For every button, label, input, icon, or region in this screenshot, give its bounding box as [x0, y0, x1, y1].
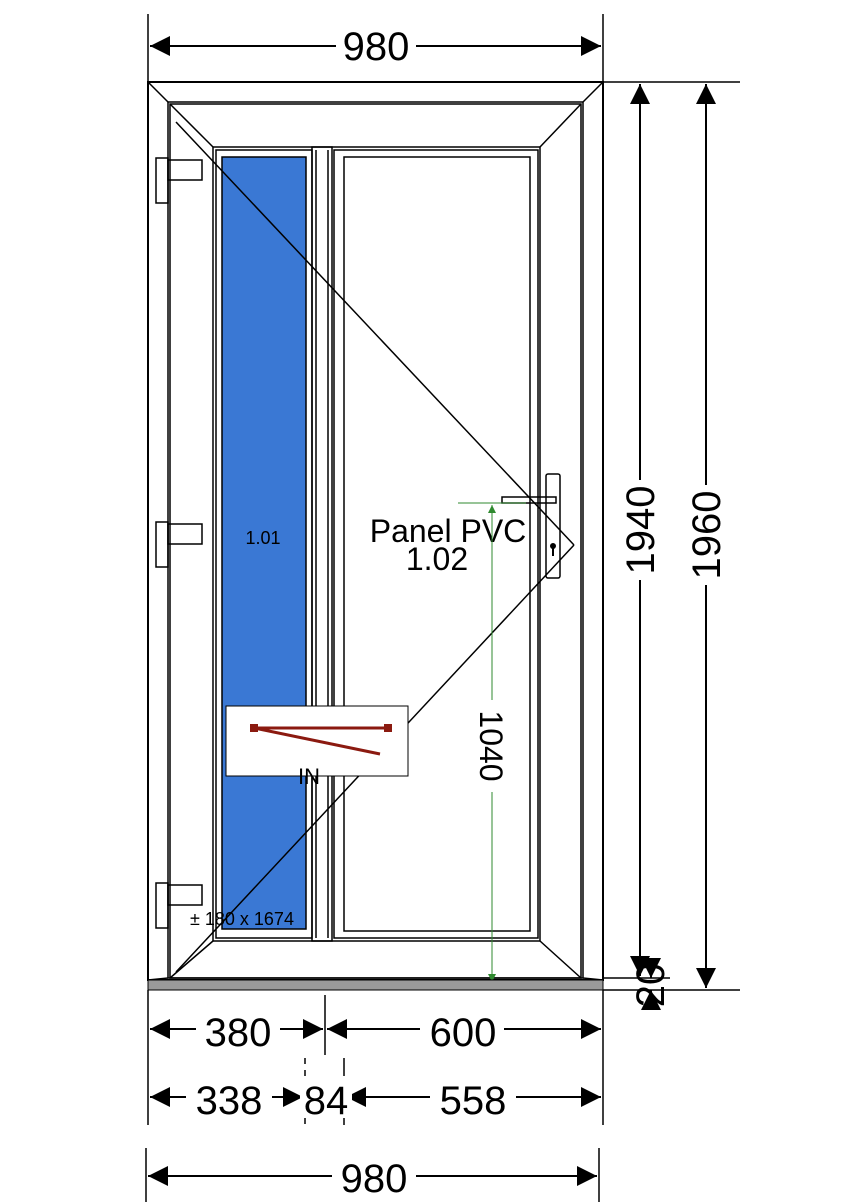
row2-dim-3: 558	[440, 1079, 507, 1123]
threshold-text: 20	[629, 963, 673, 1008]
opening-symbol: IN	[225, 705, 409, 789]
dimension-height-inner: 1940	[618, 84, 663, 976]
height-inner-text: 1940	[619, 486, 663, 575]
panel-type-text: Panel PVC	[370, 513, 527, 549]
extension-lines	[145, 14, 740, 1202]
hinge-middle	[155, 521, 203, 568]
left-glass-size: ± 180 x 1674	[190, 909, 294, 929]
bottom-width-text: 980	[341, 1157, 408, 1201]
right-pvc-panel: Panel PVC 1.02	[333, 149, 539, 939]
dimension-height-total: 1960	[684, 84, 729, 988]
opening-direction-label: IN	[298, 764, 320, 789]
panel-label-text: 1.02	[406, 541, 468, 577]
threshold-bar	[147, 979, 604, 991]
dimension-handle-height: 1040	[458, 502, 526, 985]
dimension-threshold: 20	[629, 958, 673, 1010]
door-handle	[501, 473, 561, 579]
height-total-text: 1960	[685, 491, 729, 580]
handle-height-text: 1040	[473, 710, 509, 781]
left-glass-label: 1.01	[245, 528, 280, 548]
hinge-top	[155, 157, 203, 204]
row1-dim-1: 380	[205, 1011, 272, 1055]
glass-fill	[221, 156, 307, 930]
hinge-bottom	[155, 882, 203, 929]
dimension-top-width: 980	[150, 22, 601, 69]
dimension-bottom-width: 980	[148, 1154, 597, 1201]
left-glass-pane: 1.01 ± 180 x 1674	[190, 149, 313, 939]
row1-dim-2: 600	[430, 1011, 497, 1055]
row2-dim-1: 338	[196, 1079, 263, 1123]
dimension-row-1: 380 600	[150, 1008, 601, 1055]
top-width-text: 980	[343, 25, 410, 69]
mullion	[311, 146, 333, 942]
dimension-row-2: 338 84 558	[150, 1076, 601, 1123]
row2-dim-2: 84	[304, 1079, 349, 1123]
